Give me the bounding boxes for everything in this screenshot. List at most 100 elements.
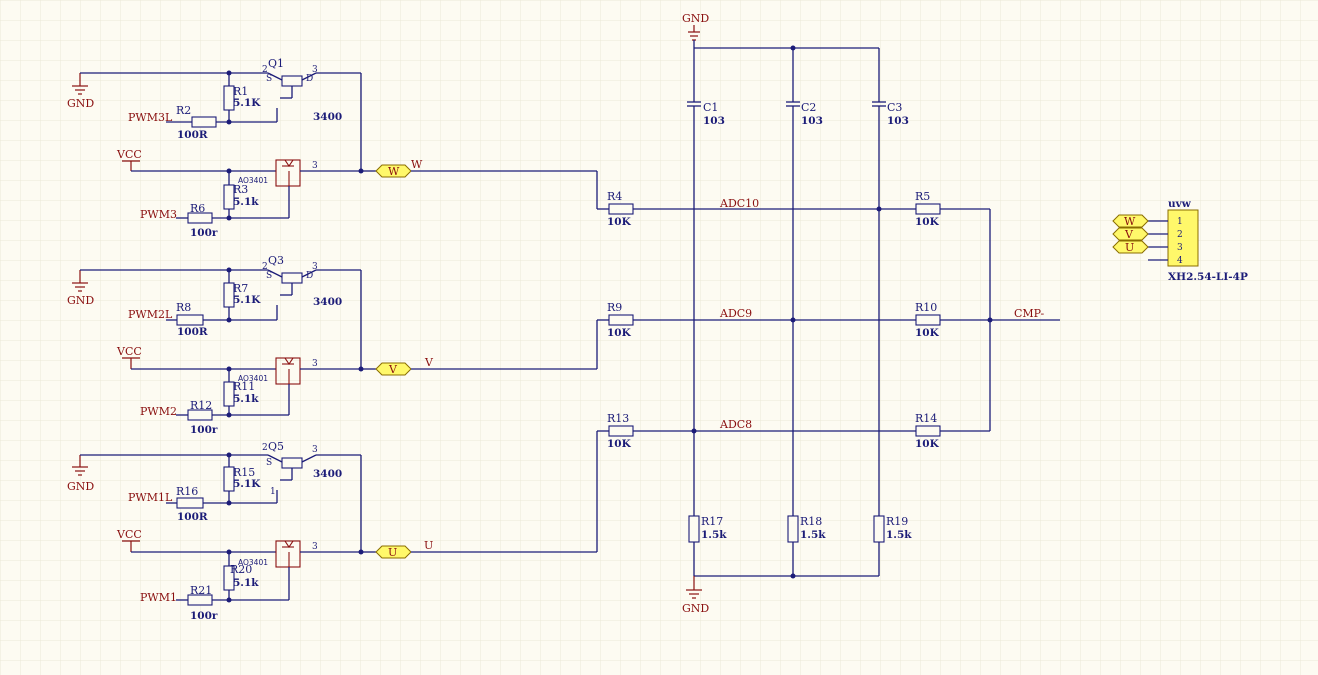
r4-value: 10K xyxy=(607,216,632,228)
r18-value: 1.5k xyxy=(800,529,826,541)
gnd-label: GND xyxy=(67,97,94,110)
ao3401-w-label: AO3401 xyxy=(238,176,268,185)
net-u: U xyxy=(424,539,433,552)
resistor-r9 xyxy=(608,314,634,326)
net-w: W xyxy=(411,158,423,171)
gnd-symbol: GND xyxy=(67,73,94,110)
connector-port-v-label: V xyxy=(1124,228,1134,241)
r6-value: 100r xyxy=(190,227,218,239)
q5-ref: Q5 xyxy=(268,440,284,453)
net-pwm2: PWM2 xyxy=(140,405,177,418)
r5-ref: R5 xyxy=(915,190,930,203)
q5-pin2: 2 xyxy=(262,443,268,453)
q3-pin3: 3 xyxy=(312,262,318,272)
connector-port-w xyxy=(1112,214,1149,228)
resistor-r10 xyxy=(915,314,941,326)
mosfet-q5: 2 Q5 3 S 1 3400 xyxy=(262,440,342,503)
mosfet-q1: 2 Q1 3 S D 3400 xyxy=(262,57,342,123)
net-adc9: ADC9 xyxy=(719,307,752,320)
resistor-r4 xyxy=(608,203,634,215)
ao3401-v-pin3: 3 xyxy=(312,359,318,369)
q1-pin3: 3 xyxy=(312,65,318,75)
r13-value: 10K xyxy=(607,438,632,450)
resistor-r14 xyxy=(915,425,941,437)
phase-v-driver: GND R7 5.1K 2 Q3 3 S D 3400 PWM2L R8 xyxy=(67,254,597,436)
net-pwm1: PWM1 xyxy=(140,591,177,604)
ao3401-u-pin3: 3 xyxy=(312,542,318,552)
gnd-symbol-bottom: GND xyxy=(682,576,709,615)
vcc-label: VCC xyxy=(116,148,142,161)
resistor-r2 xyxy=(191,116,217,128)
r6-ref: R6 xyxy=(190,202,205,215)
r3-ref: R3 xyxy=(233,183,248,196)
q1-value: 3400 xyxy=(313,111,342,123)
net-adc10: ADC10 xyxy=(719,197,759,210)
q5-pin-s: S xyxy=(266,458,272,468)
resistor-r8 xyxy=(176,314,204,326)
gnd-label: GND xyxy=(682,12,709,25)
net-pwm3l: PWM3L xyxy=(128,111,173,124)
connector-pin2: 2 xyxy=(1177,230,1183,240)
c3-value: 103 xyxy=(887,115,909,127)
q1-pin-s: S xyxy=(266,74,272,84)
q3-value: 3400 xyxy=(313,296,342,308)
r12-ref: R12 xyxy=(190,399,212,412)
c2-ref: C2 xyxy=(801,101,816,114)
mosfet-ao3401-u xyxy=(275,540,301,568)
r17-value: 1.5k xyxy=(701,529,727,541)
connector-uvw: uvw 1 2 3 4 W V U XH2.54-LI-4P xyxy=(1112,198,1248,283)
gnd-label: GND xyxy=(67,294,94,307)
q5-value: 3400 xyxy=(313,468,342,480)
q5-pin3: 3 xyxy=(312,445,318,455)
r20-ref: R20 xyxy=(230,563,252,576)
r20-value: 5.1k xyxy=(233,577,259,589)
port-v-label: V xyxy=(388,363,398,376)
r19-value: 1.5k xyxy=(886,529,912,541)
r10-ref: R10 xyxy=(915,301,937,314)
net-v: V xyxy=(424,356,434,369)
net-cmp: CMP- xyxy=(1014,307,1044,320)
connector-model: XH2.54-LI-4P xyxy=(1168,271,1248,283)
net-pwm2l: PWM2L xyxy=(128,308,173,321)
connector-pin4: 4 xyxy=(1177,256,1183,266)
vcc-label: VCC xyxy=(116,345,142,358)
port-w-label: W xyxy=(388,165,400,178)
mosfet-ao3401-w xyxy=(275,159,301,187)
r8-ref: R8 xyxy=(176,301,191,314)
q3-pin-s: S xyxy=(266,271,272,281)
mosfet-ao3401-v xyxy=(275,357,301,385)
r4-ref: R4 xyxy=(607,190,622,203)
connector-pin1: 1 xyxy=(1177,217,1183,227)
r17-ref: R17 xyxy=(701,515,723,528)
r14-value: 10K xyxy=(915,438,940,450)
resistor-r16 xyxy=(176,497,204,509)
resistor-r18 xyxy=(787,515,799,543)
resistor-r13 xyxy=(608,425,634,437)
q3-pin2: 2 xyxy=(262,262,268,272)
phase-w-driver: GND R1 5.1K 2 Q1 3 S D 3400 PWM3L xyxy=(67,57,597,239)
r14-ref: R14 xyxy=(915,412,937,425)
gnd-symbol: GND xyxy=(67,270,94,307)
q1-pin-d: D xyxy=(306,74,313,84)
r1-ref: R1 xyxy=(233,85,248,98)
r11-ref: R11 xyxy=(233,380,255,393)
gnd-label: GND xyxy=(682,602,709,615)
connector-port-v xyxy=(1112,227,1149,241)
connector-body xyxy=(1167,209,1199,267)
r2-ref: R2 xyxy=(176,104,191,117)
r9-ref: R9 xyxy=(607,301,622,314)
q3-ref: Q3 xyxy=(268,254,284,267)
vcc-label: VCC xyxy=(116,528,142,541)
r15-ref: R15 xyxy=(233,466,255,479)
ao3401-u-label: AO3401 xyxy=(238,558,268,567)
r1-value: 5.1K xyxy=(233,97,261,109)
r7-ref: R7 xyxy=(233,282,248,295)
resistor-r17 xyxy=(688,515,700,543)
connector-port-w-label: W xyxy=(1124,215,1136,228)
r3-value: 5.1k xyxy=(233,196,259,208)
connector-port-u xyxy=(1112,240,1149,254)
r21-value: 100r xyxy=(190,610,218,622)
resistor-r19 xyxy=(873,515,885,543)
net-pwm3: PWM3 xyxy=(140,208,177,221)
